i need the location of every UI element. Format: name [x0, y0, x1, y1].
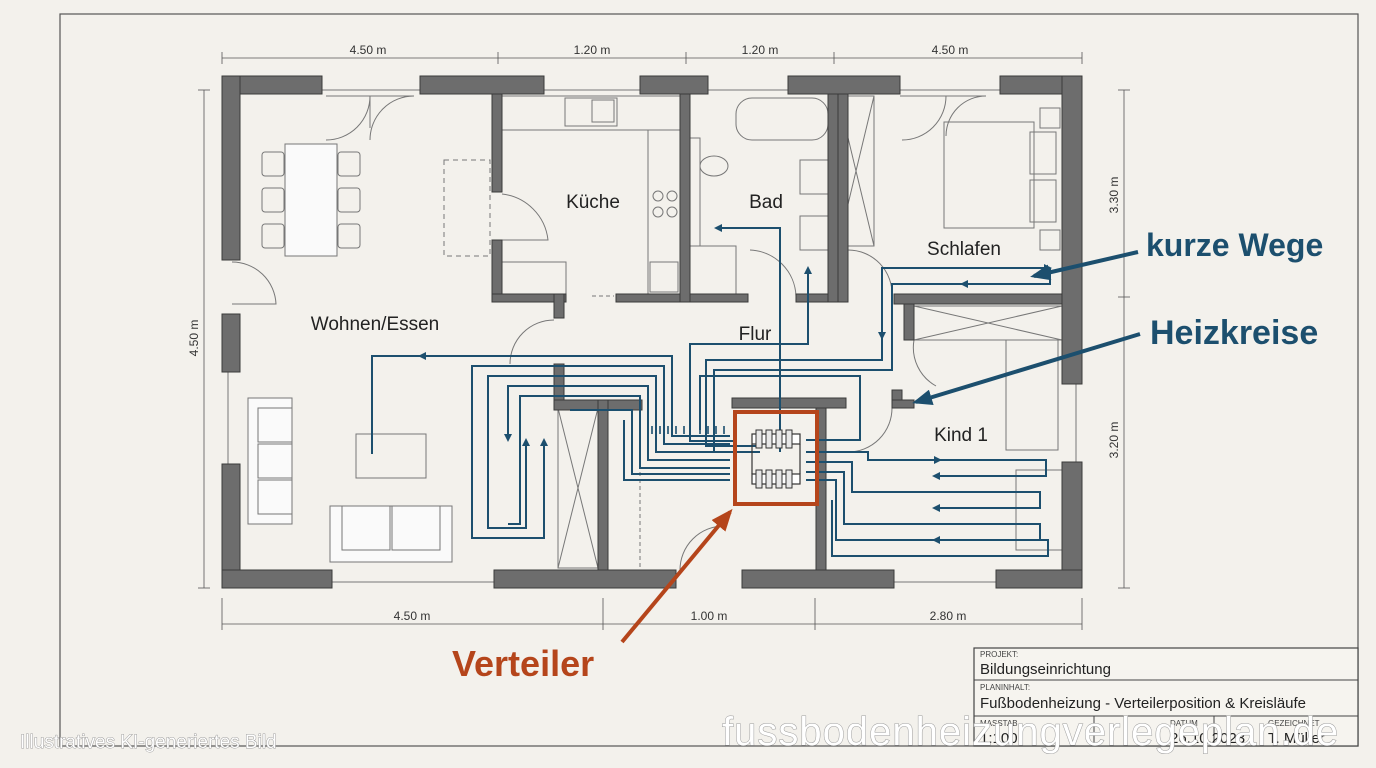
dim-right-lower: 3.20 m: [1107, 422, 1121, 459]
room-label-wohnen: Wohnen/Essen: [311, 314, 440, 335]
title-block-planinhalt-label: PLANINHALT:: [980, 683, 1030, 692]
watermark-left: Illustratives KI-generiertes Bild: [20, 732, 277, 753]
furniture: [227, 89, 1077, 583]
room-label-kueche: Küche: [566, 192, 620, 213]
manifold-feed-ticks: [651, 426, 725, 434]
watermark-right: fussbodenheizungverlegeplan.de: [722, 710, 1339, 754]
title-block: [973, 647, 1359, 747]
title-block-massstab-label: MASSTAB: [980, 719, 1018, 728]
title-block-gezeichnet-value: T. Müller: [1268, 730, 1325, 747]
circuit-flur-loop: [699, 375, 861, 441]
drawing-frame: [59, 13, 1359, 747]
title-block-datum-label: DATUM: [1170, 719, 1198, 728]
dimension-lines: [198, 52, 1130, 630]
dim-top-3: 1.20 m: [742, 43, 779, 57]
circuit-kind-1: [806, 451, 1047, 480]
dim-top-4: 4.50 m: [932, 43, 969, 57]
manifold-highlight-box: [733, 410, 819, 506]
room-label-flur: Flur: [739, 324, 772, 345]
heating-circuits: [371, 224, 1052, 557]
circuit-wohnen-3: [487, 375, 730, 529]
callout-arrow-heizkreise: [912, 332, 1141, 406]
circuit-flur-6: [570, 409, 730, 475]
walls: [221, 75, 1083, 589]
circuit-wohnen-5: [508, 395, 730, 525]
dim-top-2: 1.20 m: [574, 43, 611, 57]
room-label-bad: Bad: [749, 192, 783, 213]
circuit-kind-2: [806, 461, 1041, 512]
callout-arrow-verteiler: [620, 508, 733, 644]
dim-bottom-3: 2.80 m: [930, 609, 967, 623]
dim-top-1: 4.50 m: [350, 43, 387, 57]
title-block-projekt-value: Bildungseinrichtung: [980, 661, 1111, 678]
room-label-kind: Kind 1: [934, 425, 988, 446]
title-block-planinhalt-value: Fußbodenheizung - Verteilerposition & Kr…: [980, 695, 1306, 712]
circuit-bad: [714, 224, 781, 452]
title-block-projekt-label: PROJEKT:: [980, 650, 1018, 659]
dim-left: 4.50 m: [187, 320, 201, 357]
circuit-wohnen-2: [471, 365, 730, 539]
callout-verteiler: Verteiler: [452, 643, 594, 684]
callout-arrow-kurze-wege: [1030, 250, 1139, 281]
dim-bottom-1: 4.50 m: [394, 609, 431, 623]
circuit-kind-4: [806, 479, 1049, 557]
circuit-wohnen-4: [504, 385, 730, 461]
title-block-gezeichnet-label: GEZEICHNET: [1268, 719, 1320, 728]
dim-bottom-2: 1.00 m: [691, 609, 728, 623]
title-block-massstab-value: 1:100: [980, 730, 1018, 747]
title-block-datum-value: 26.10.2023: [1170, 730, 1245, 747]
manifold: [733, 410, 819, 506]
callout-heizkreise: Heizkreise: [1150, 314, 1318, 352]
callout-kurze-wege: kurze Wege: [1146, 227, 1323, 263]
dim-right-upper: 3.30 m: [1107, 177, 1121, 214]
circuit-flur-7: [623, 420, 730, 481]
room-label-schlafen: Schlafen: [927, 239, 1001, 260]
